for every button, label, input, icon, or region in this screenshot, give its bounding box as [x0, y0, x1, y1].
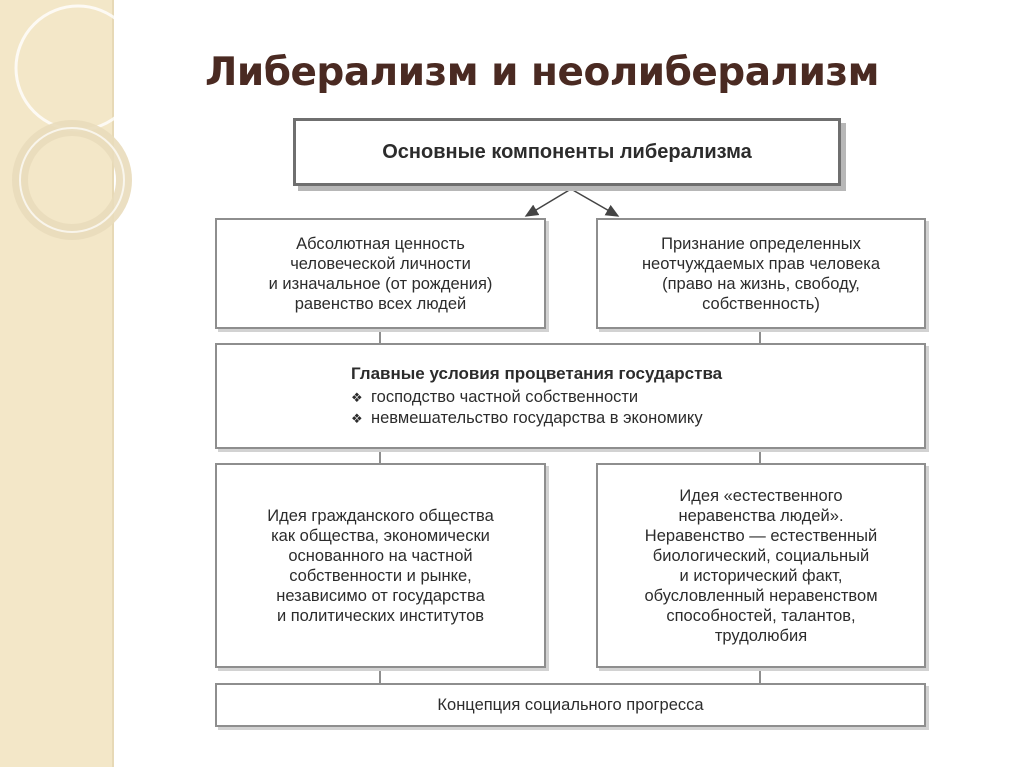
bullet-text: невмешательство государства в экономику [371, 408, 703, 427]
box-line: основанного на частной [288, 546, 473, 565]
arrow-left [524, 188, 572, 217]
box-line: обусловленный неравенством [644, 586, 878, 605]
box-line: равенство всех людей [294, 294, 467, 313]
diamond-bullet-icon: ❖ [351, 389, 363, 405]
box-line: Абсолютная ценность [296, 234, 465, 253]
box-line: неотчуждаемых прав человека [641, 254, 881, 273]
social-progress-label: Концепция социального прогресса [437, 696, 704, 714]
rights-recognition-box: Признание определенных неотчуждаемых пра… [596, 218, 926, 329]
box-line: Неравенство — естественный [644, 526, 878, 545]
box-line: Идея гражданского общества [267, 506, 494, 525]
box-line: способностей, талантов, [666, 606, 856, 625]
box-line: как общества, экономически [271, 526, 490, 545]
main-components-box: Основные компоненты либерализма [293, 118, 841, 186]
prosperity-conditions-title: Главные условия процветания государства [351, 363, 723, 383]
bullet-text: господство частной собственности [371, 387, 639, 406]
arrow-right [570, 188, 620, 217]
natural-inequality-box: Идея «естественного неравенства людей». … [596, 463, 926, 668]
social-progress-box: Концепция социального прогресса [215, 683, 926, 727]
absolute-value-box: Абсолютная ценность человеческой личност… [215, 218, 546, 329]
box-line: биологический, социальный [652, 546, 870, 565]
box-line: Идея «естественного [679, 486, 843, 505]
box-line: (право на жизнь, свободу, [662, 274, 860, 293]
box-line: человеческой личности [290, 254, 471, 273]
box-line: собственность) [702, 294, 820, 313]
box-line: и политических институтов [276, 606, 485, 625]
box-line: и исторический факт, [679, 566, 843, 585]
decorative-circles [12, 4, 142, 240]
prosperity-conditions-box: Главные условия процветания государства … [215, 343, 926, 449]
sidebar-divider [112, 0, 114, 767]
box-line: трудолюбия [714, 626, 808, 645]
box-line: Признание определенных [661, 234, 861, 253]
civil-society-box: Идея гражданского общества как общества,… [215, 463, 546, 668]
main-components-label: Основные компоненты либерализма [382, 141, 752, 163]
diamond-bullet-icon: ❖ [351, 410, 363, 426]
slide-title: Либерализм и неолиберализм [205, 50, 879, 95]
box-line: и изначальное (от рождения) [268, 274, 493, 293]
bullet-item: ❖ господство частной собственности [351, 387, 638, 408]
box-line: собственности и рынке, [289, 566, 472, 585]
box-line: независимо от государства [276, 586, 485, 605]
bullet-item: ❖ невмешательство государства в экономику [351, 408, 703, 429]
box-line: неравенства людей». [678, 506, 844, 525]
